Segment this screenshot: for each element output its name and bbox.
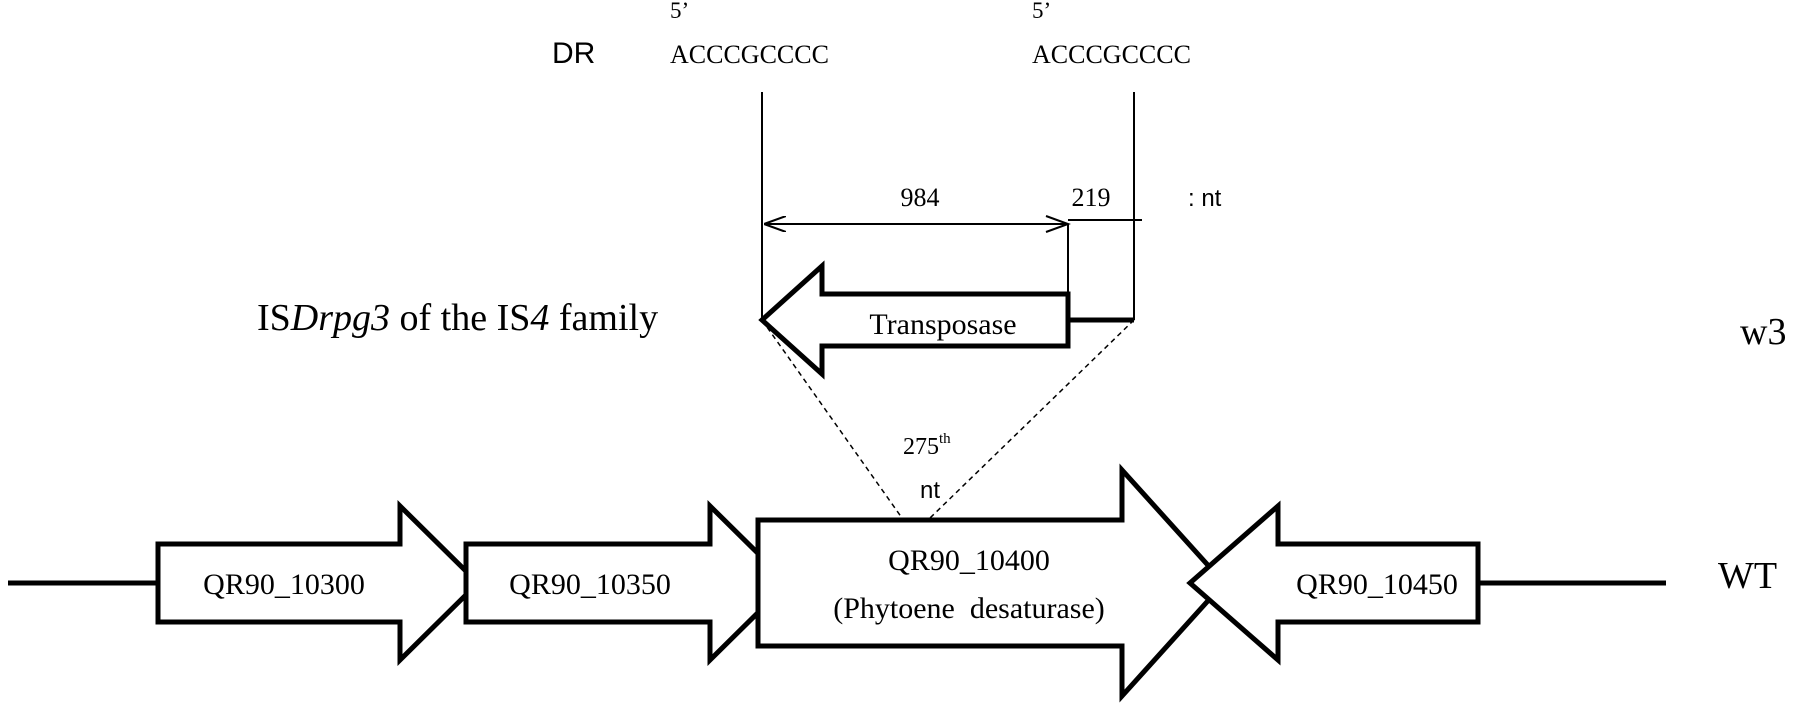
dr-left-sequence: ACCCGCCCC: [670, 40, 829, 69]
gene-label-qr90-10300: QR90_10300: [203, 568, 365, 601]
wild-type-label: WT: [1718, 555, 1777, 597]
mutant-strain-label: w3: [1740, 311, 1786, 353]
length-984-label: 984: [901, 183, 940, 212]
dr-left-prime: 5’: [670, 0, 689, 23]
gene-label-qr90-10400: QR90_10400: [888, 544, 1050, 577]
insertion-guide-right: [929, 319, 1135, 519]
insertion-position-label: 275th: [903, 431, 951, 460]
dr-right-sequence: ACCCGCCCC: [1032, 40, 1191, 69]
dr-label: DR: [552, 37, 595, 70]
gene-arrow-qr90-10450: [1186, 500, 1481, 666]
dr-right-prime: 5’: [1032, 0, 1051, 23]
gene-label-qr90-10350: QR90_10350: [509, 568, 671, 601]
is-element-label: ISDrpg3 of the IS4 family: [257, 297, 658, 339]
gene-arrow-qr90-10300: [155, 500, 482, 666]
gene-arrow-qr90-10350: [463, 500, 792, 666]
insertion-guide-left: [761, 319, 903, 519]
transposase-label: Transposase: [869, 308, 1016, 341]
gene-description-qr90-10400: (Phytoene desaturase): [833, 592, 1105, 625]
gene-label-qr90-10450: QR90_10450: [1296, 568, 1458, 601]
gene-arrow-qr90-10400: [755, 463, 1228, 703]
length-unit-label: : nt: [1188, 185, 1222, 212]
length-219-label: 219: [1072, 183, 1111, 212]
insertion-unit-label: nt: [920, 477, 940, 504]
